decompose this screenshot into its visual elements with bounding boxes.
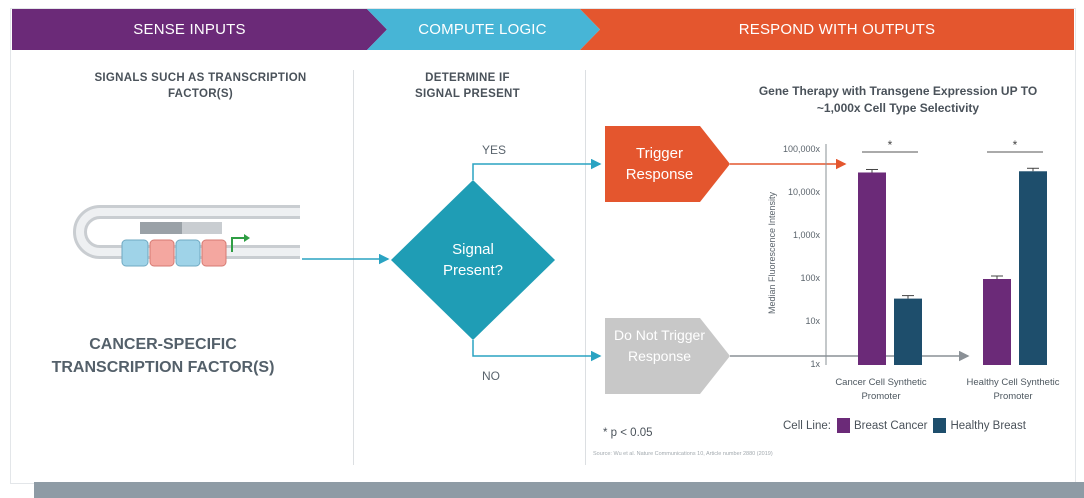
decision-label: Signal Present? <box>442 241 504 279</box>
no-trigger-label: Do Not Trigger Response <box>613 327 706 364</box>
significance-marker: * <box>888 138 893 152</box>
chart-title: Gene Therapy with Transgene Expression U… <box>758 84 1038 115</box>
trigger-shape <box>605 126 730 202</box>
y-tick-label: 100x <box>800 273 820 283</box>
chart-legend: Cell Line: Breast Cancer Healthy Breast <box>783 418 1026 433</box>
y-tick-label: 1x <box>810 359 820 369</box>
legend-swatch-healthy-breast <box>933 418 947 433</box>
legend-item-healthy-breast: Healthy Breast <box>950 419 1026 432</box>
cancer-tf-label: CANCER-SPECIFIC TRANSCRIPTION FACTOR(S) <box>51 336 275 376</box>
stage-sense-label: SENSE INPUTS <box>133 21 246 38</box>
dna-hairpin-icon <box>73 205 300 267</box>
legend-title: Cell Line: <box>783 419 831 432</box>
stage-compute-label: COMPUTE LOGIC <box>418 21 547 38</box>
bar-healthy-breast <box>1019 171 1047 365</box>
yes-branch <box>472 158 602 180</box>
stage-compute-shape <box>367 9 600 50</box>
category-label: Cancer Cell Synthetic Promoter <box>835 377 927 402</box>
compute-heading: DETERMINE IF SIGNAL PRESENT <box>415 72 520 100</box>
bar-breast-cancer <box>858 172 886 365</box>
p-value-note: * p < 0.05 <box>603 427 653 439</box>
decision-diamond <box>391 180 555 340</box>
no-branch <box>472 340 602 362</box>
source-citation: Source: Wu et al. Nature Communications … <box>593 451 773 457</box>
bar-breast-cancer <box>983 279 1011 365</box>
category-label: Healthy Cell Synthetic Promoter <box>966 377 1060 402</box>
sense-heading: SIGNALS SUCH AS TRANSCRIPTION FACTOR(S) <box>94 72 307 100</box>
stage-banner <box>12 9 1074 50</box>
chart-y-axis-label: Median Fluorescence Intensity <box>767 191 777 315</box>
bar-chart: ** <box>825 138 1047 365</box>
no-label: NO <box>482 369 500 383</box>
y-tick-label: 10,000x <box>787 187 820 197</box>
yes-label: YES <box>482 143 507 157</box>
significance-marker: * <box>1013 138 1018 152</box>
stage-sense-shape <box>12 9 387 50</box>
bottom-bar <box>34 482 1084 498</box>
stage-respond-shape <box>580 9 1074 50</box>
divider-right <box>585 70 586 465</box>
y-tick-label: 100,000x <box>782 144 820 154</box>
y-tick-label: 10x <box>805 316 820 326</box>
bar-healthy-breast <box>894 298 922 365</box>
divider-left <box>353 70 354 465</box>
trigger-label: Trigger Response <box>625 145 694 183</box>
no-trigger-shape <box>605 318 730 394</box>
legend-item-breast-cancer: Breast Cancer <box>853 419 928 432</box>
stage-respond-label: RESPOND WITH OUTPUTS <box>738 21 936 38</box>
legend-swatch-breast-cancer <box>836 418 850 433</box>
y-tick-label: 1,000x <box>792 230 820 240</box>
